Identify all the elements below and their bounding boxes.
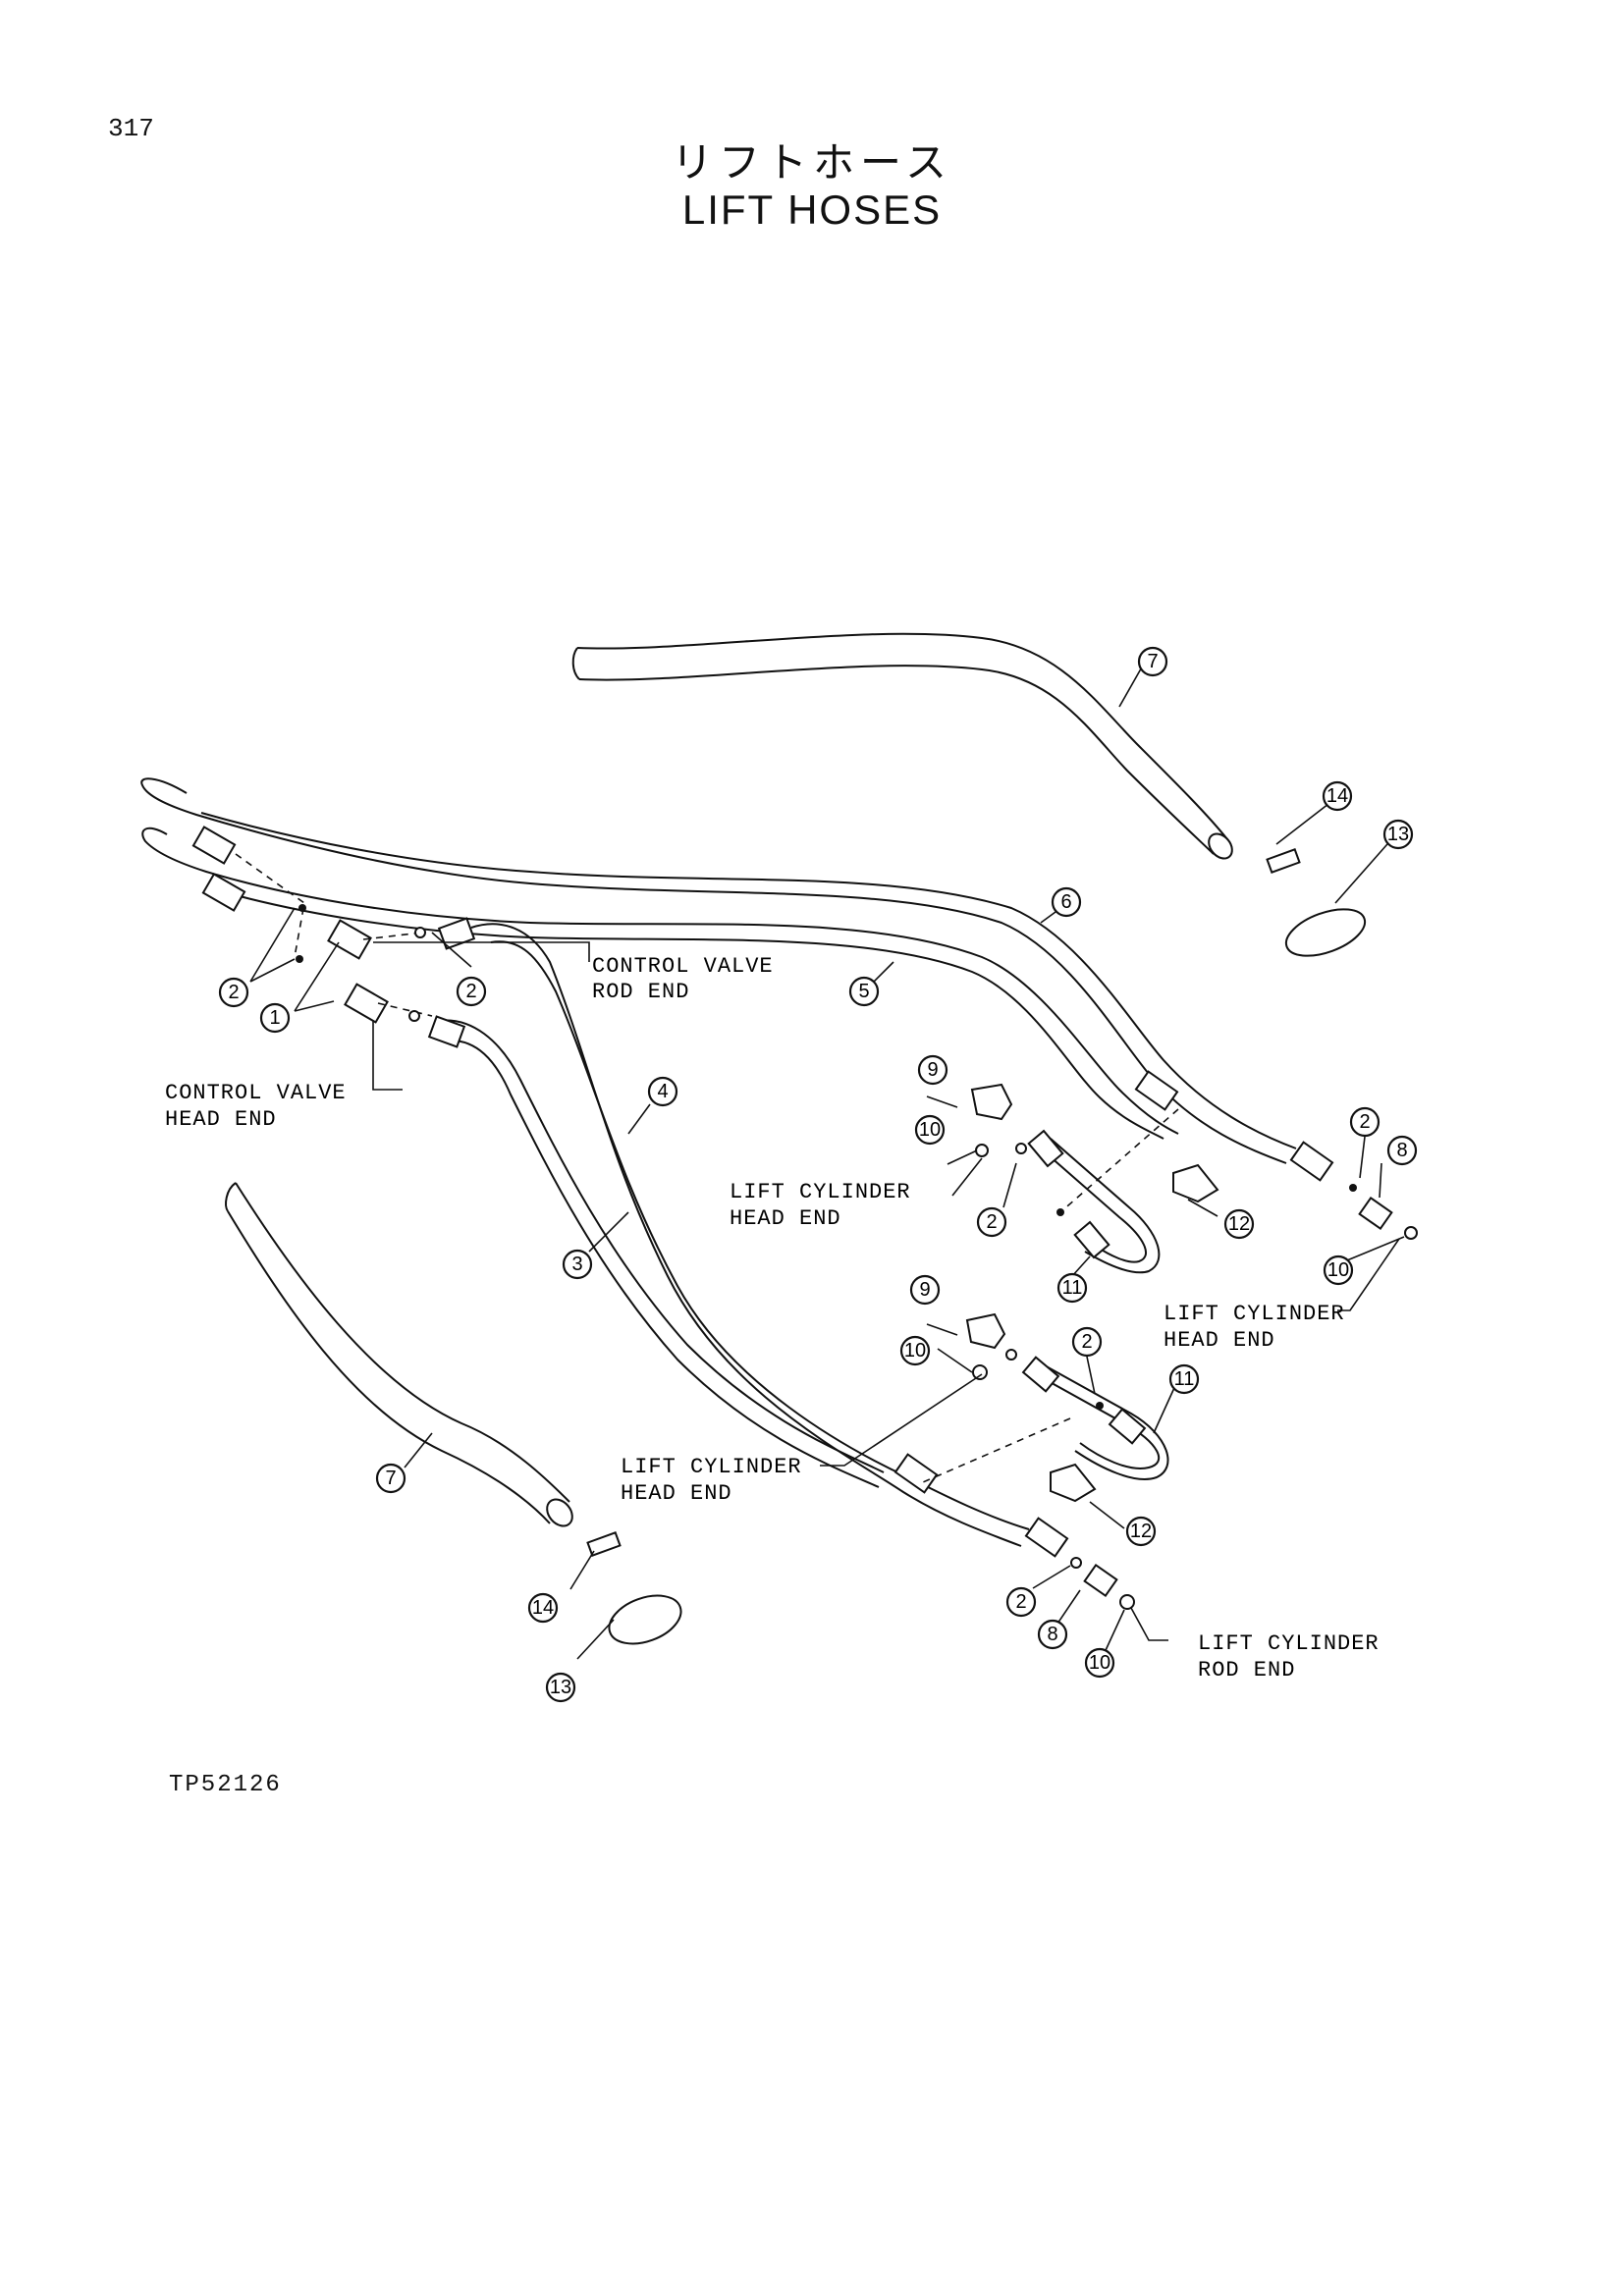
- callout-12-b: 12: [1125, 1516, 1157, 1547]
- svg-text:9: 9: [927, 1059, 938, 1081]
- callout-8-a: 8: [1386, 1135, 1418, 1166]
- svg-text:9: 9: [919, 1279, 930, 1301]
- svg-text:14: 14: [532, 1597, 554, 1619]
- svg-text:12: 12: [1130, 1521, 1152, 1542]
- hose-5-6-pair: [140, 777, 1297, 1547]
- leader-lines: [249, 663, 1405, 1660]
- page-title-japanese: リフトホース: [672, 138, 952, 187]
- svg-text:3: 3: [571, 1254, 582, 1275]
- svg-text:2: 2: [465, 981, 476, 1002]
- label-lift-cylinder-rod-end: LIFT CYLINDER ROD END: [1198, 1631, 1380, 1682]
- callout-7-a: 7: [1137, 646, 1168, 677]
- svg-text:14: 14: [1326, 785, 1348, 807]
- svg-text:5: 5: [858, 981, 869, 1002]
- svg-text:11: 11: [1174, 1368, 1195, 1390]
- svg-text:2: 2: [986, 1211, 997, 1233]
- svg-text:2: 2: [228, 982, 239, 1003]
- callout-10-a: 10: [914, 1114, 946, 1146]
- svg-text:2: 2: [1015, 1591, 1026, 1613]
- callout-1: 1: [259, 1002, 291, 1034]
- svg-text:12: 12: [1228, 1213, 1250, 1235]
- drawing-id: TP52126: [169, 1772, 282, 1798]
- svg-text:1: 1: [269, 1007, 280, 1029]
- callout-2-d: 2: [976, 1206, 1007, 1238]
- callout-14-b: 14: [527, 1592, 559, 1624]
- svg-text:CONTROL VALVE: CONTROL VALVE: [165, 1081, 347, 1105]
- dashed-connections: [235, 853, 1179, 1483]
- svg-text:10: 10: [1327, 1259, 1349, 1281]
- callout-11-b: 11: [1168, 1363, 1200, 1395]
- callout-2-a: 2: [218, 977, 249, 1008]
- callout-2-b: 2: [456, 976, 487, 1007]
- callout-13-b: 13: [545, 1672, 576, 1703]
- label-lift-cylinder-head-end-2: LIFT CYLINDER HEAD END: [1164, 1302, 1345, 1353]
- callout-13-a: 13: [1382, 819, 1414, 850]
- callout-10-b: 10: [1323, 1255, 1354, 1286]
- callout-11-a: 11: [1056, 1272, 1088, 1304]
- svg-text:LIFT CYLINDER: LIFT CYLINDER: [730, 1180, 911, 1204]
- svg-text:13: 13: [1387, 824, 1409, 845]
- svg-text:4: 4: [657, 1081, 668, 1102]
- label-control-valve-head-end: CONTROL VALVE HEAD END: [165, 1081, 347, 1132]
- svg-text:2: 2: [1081, 1331, 1092, 1353]
- label-control-valve-rod-end: CONTROL VALVE ROD END: [592, 954, 774, 1004]
- svg-text:11: 11: [1062, 1277, 1083, 1299]
- tube-11-pair: [1021, 1129, 1169, 1480]
- page-title: LIFT HOSES: [681, 187, 943, 233]
- svg-text:CONTROL VALVE: CONTROL VALVE: [592, 954, 774, 979]
- callout-4: 4: [647, 1076, 678, 1107]
- svg-text:8: 8: [1047, 1624, 1057, 1645]
- callout-2-e: 2: [1071, 1326, 1103, 1358]
- svg-text:7: 7: [1147, 651, 1158, 672]
- callout-9-b: 9: [909, 1274, 941, 1306]
- svg-text:ROD END: ROD END: [592, 980, 689, 1004]
- hose-7-top: [571, 632, 1233, 860]
- svg-text:7: 7: [385, 1468, 396, 1489]
- label-lift-cylinder-head-end-3: LIFT CYLINDER HEAD END: [621, 1455, 802, 1506]
- callout-8-b: 8: [1037, 1619, 1068, 1650]
- svg-text:HEAD END: HEAD END: [165, 1107, 277, 1132]
- callout-3: 3: [562, 1249, 593, 1280]
- svg-text:10: 10: [919, 1119, 941, 1141]
- page-number: 317: [108, 114, 154, 143]
- callout-2-c: 2: [1349, 1106, 1380, 1138]
- callout-12-a: 12: [1223, 1208, 1255, 1240]
- svg-text:2: 2: [1359, 1111, 1370, 1133]
- svg-text:10: 10: [904, 1340, 926, 1362]
- callout-7-b: 7: [375, 1463, 406, 1494]
- callout-5: 5: [848, 976, 880, 1007]
- svg-text:8: 8: [1396, 1140, 1407, 1161]
- o-rings: [296, 904, 1418, 1610]
- callout-9-a: 9: [917, 1054, 948, 1086]
- label-lift-cylinder-head-end-1: LIFT CYLINDER HEAD END: [730, 1180, 911, 1231]
- svg-text:13: 13: [550, 1677, 571, 1698]
- hose-7-bottom: [225, 1182, 573, 1527]
- svg-text:ROD END: ROD END: [1198, 1658, 1295, 1682]
- svg-text:HEAD END: HEAD END: [621, 1481, 732, 1506]
- callout-2-f: 2: [1005, 1586, 1037, 1618]
- callout-10-c: 10: [899, 1335, 931, 1366]
- callout-6: 6: [1051, 886, 1082, 918]
- svg-text:LIFT CYLINDER: LIFT CYLINDER: [1198, 1631, 1380, 1656]
- callout-10-d: 10: [1084, 1647, 1115, 1679]
- svg-text:HEAD END: HEAD END: [730, 1206, 841, 1231]
- svg-text:HEAD END: HEAD END: [1164, 1328, 1275, 1353]
- svg-text:LIFT CYLINDER: LIFT CYLINDER: [621, 1455, 802, 1479]
- svg-text:10: 10: [1089, 1652, 1110, 1674]
- fittings: [191, 826, 1393, 1645]
- svg-text:LIFT CYLINDER: LIFT CYLINDER: [1164, 1302, 1345, 1326]
- svg-text:6: 6: [1060, 891, 1071, 913]
- callout-14-a: 14: [1322, 780, 1353, 812]
